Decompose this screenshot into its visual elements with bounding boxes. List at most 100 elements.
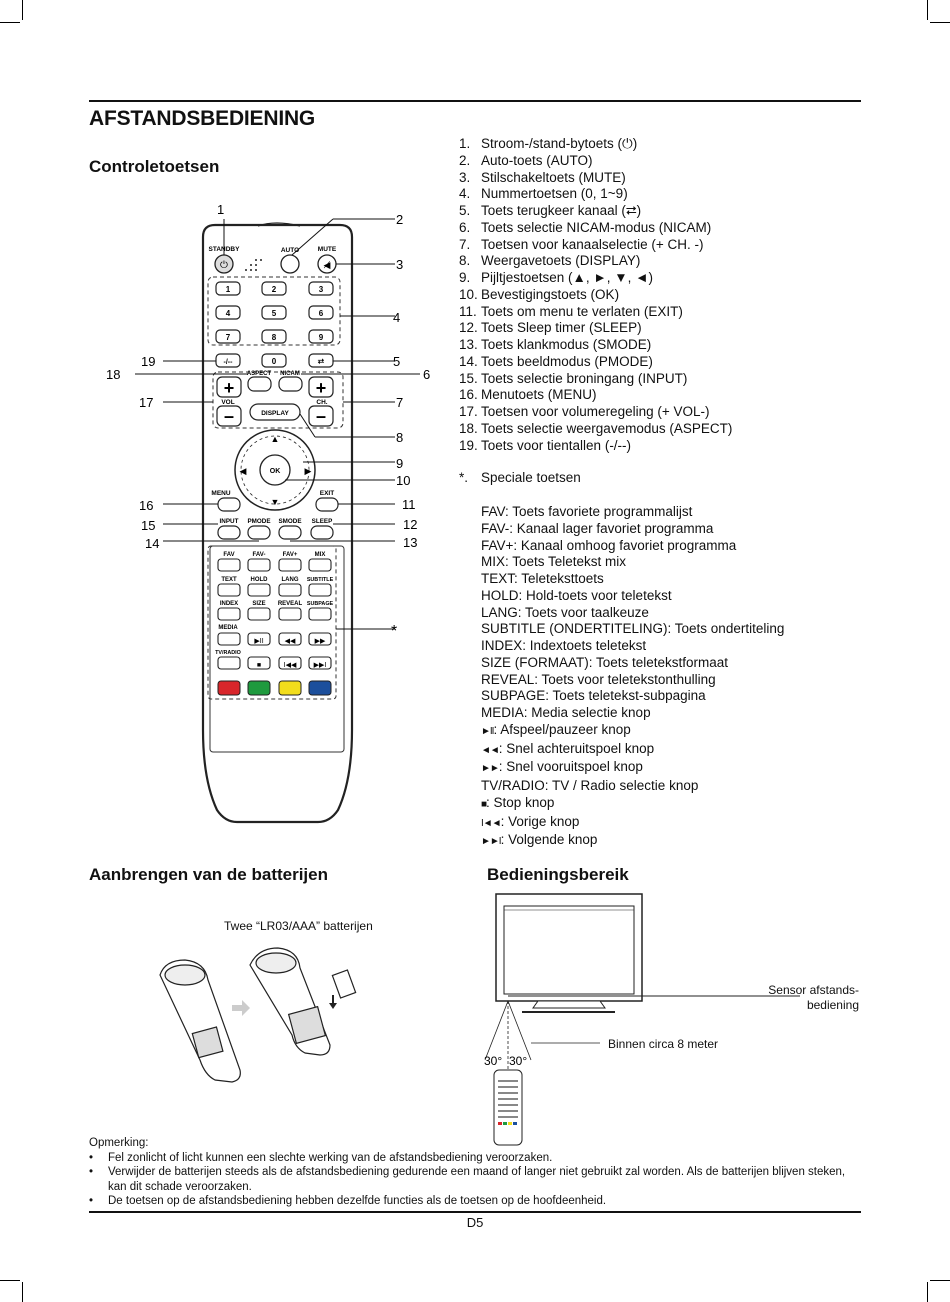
- special-key-item: I◄◄: Vorige knop: [481, 813, 580, 829]
- svg-text:▶▶: ▶▶: [315, 638, 326, 645]
- label-auto: AUTO: [281, 247, 299, 254]
- svg-text:▲: ▲: [271, 434, 280, 444]
- svg-text:MIX: MIX: [315, 552, 326, 558]
- aspect-button: [247, 376, 272, 392]
- special-key-item: HOLD: Hold-toets voor teletekst: [481, 587, 672, 603]
- function-item: 8.Weergavetoets (DISPLAY): [459, 253, 641, 269]
- exit-button: [315, 497, 339, 512]
- svg-text:INPUT: INPUT: [220, 518, 239, 525]
- special-key-item: TEXT: Teleteksttoets: [481, 571, 604, 586]
- svg-text:SLEEP: SLEEP: [312, 518, 333, 525]
- svg-text:EXIT: EXIT: [320, 490, 334, 497]
- remark-item: De toetsen op de afstandsbediening hebbe…: [89, 1194, 864, 1209]
- remark-item: Fel zonlicht of licht kunnen een slechte…: [89, 1151, 864, 1166]
- special-key-item: SIZE (FORMAAT): Toets teletekstformaat: [481, 654, 729, 670]
- svg-text:FAV+: FAV+: [283, 552, 298, 558]
- svg-text:REVEAL: REVEAL: [278, 601, 303, 607]
- svg-text:6: 6: [423, 367, 430, 382]
- svg-text:17: 17: [139, 395, 153, 410]
- green-key: [247, 680, 271, 696]
- svg-text:SUBPAGE: SUBPAGE: [307, 601, 334, 607]
- special-key-item: FAV+: Kanaal omhoog favoriet programma: [481, 537, 737, 553]
- svg-text:+: +: [224, 378, 235, 398]
- distance-label: Binnen circa 8 meter: [608, 1037, 719, 1051]
- svg-text:FAV-: FAV-: [253, 552, 266, 558]
- function-item: 9.Pijltjestoetsen (▲, ►, ▼, ◄): [459, 270, 653, 285]
- svg-text:*: *: [391, 623, 397, 640]
- svg-text:2: 2: [272, 285, 277, 294]
- svg-text:TEXT: TEXT: [221, 577, 237, 583]
- svg-text:4: 4: [226, 309, 231, 318]
- svg-text:CH.: CH.: [316, 399, 327, 406]
- svg-text:–: –: [224, 406, 234, 426]
- svg-text:-/--: -/--: [224, 359, 234, 366]
- svg-text:ASPECT: ASPECT: [247, 371, 272, 377]
- special-key-item: FAV-: Kanaal lager favoriet programma: [481, 520, 714, 536]
- svg-text:▶II: ▶II: [254, 638, 263, 645]
- function-item: 13.Toets klankmodus (SMODE): [459, 337, 652, 352]
- special-key-item: ►II: Afspeel/pauzeer knop: [481, 721, 631, 737]
- svg-text:+: +: [316, 378, 327, 398]
- svg-text:30°: 30°: [484, 1054, 502, 1068]
- svg-text:SUBTITLE: SUBTITLE: [307, 577, 334, 583]
- svg-text:■: ■: [257, 662, 261, 669]
- crop-mark: [930, 22, 950, 23]
- svg-text:FAV: FAV: [223, 552, 234, 558]
- bottom-rule: [89, 1211, 861, 1213]
- digit-keys: [215, 281, 334, 368]
- svg-text:TV/RADIO: TV/RADIO: [215, 650, 241, 656]
- battery-illustration: [159, 947, 357, 1083]
- special-key-item: MEDIA: Media selectie knop: [481, 705, 651, 720]
- svg-text:9: 9: [319, 333, 324, 342]
- range-illustration: 30° 30°: [484, 893, 800, 1146]
- svg-text:▶: ▶: [305, 466, 312, 476]
- function-item: 4.Nummertoetsen (0, 1~9): [459, 186, 628, 202]
- svg-text:◀: ◀: [240, 466, 247, 476]
- svg-text:VOL: VOL: [221, 399, 234, 406]
- svg-text:OK: OK: [270, 468, 281, 475]
- label-mute: MUTE: [318, 246, 337, 253]
- svg-text:SMODE: SMODE: [278, 518, 301, 525]
- svg-text:MENU: MENU: [211, 490, 230, 497]
- svg-text:19: 19: [141, 354, 155, 369]
- special-key-item: ►►: Snel vooruitspoel knop: [481, 759, 643, 775]
- red-key: [217, 680, 241, 696]
- blue-key: [308, 680, 332, 696]
- svg-text:5: 5: [272, 309, 277, 318]
- special-key-item: FAV: Toets favoriete programmalijst: [481, 504, 693, 519]
- svg-text:10: 10: [396, 473, 410, 488]
- battery-caption: Twee “LR03/AAA” batterijen: [224, 919, 373, 933]
- svg-text:⮂: ⮂: [318, 357, 325, 366]
- section-heading-batteries: Aanbrengen van de batterijen: [89, 865, 328, 884]
- auto-button: [280, 254, 300, 274]
- special-key-item: SUBTITLE (ONDERTITELING): Toets ondertit…: [481, 621, 785, 637]
- svg-text:2: 2: [396, 212, 403, 227]
- remote-diagram: STANDBY ⏻ AUTO MUTE ◀̸ 1 2 3 4 5 6 7 8 9…: [106, 202, 430, 824]
- page-title: AFSTANDSBEDIENING: [89, 107, 316, 130]
- svg-text:9: 9: [396, 456, 403, 471]
- svg-text:INDEX: INDEX: [220, 601, 238, 607]
- svg-text:HOLD: HOLD: [251, 577, 269, 583]
- svg-text:8: 8: [272, 333, 277, 342]
- svg-text:3: 3: [396, 257, 403, 272]
- special-key-item: SUBPAGE: Toets teletekst-subpagina: [481, 688, 706, 704]
- special-key-item: INDEX: Indextoets teletekst: [481, 638, 647, 653]
- remarks: Opmerking: Fel zonlicht of licht kunnen …: [89, 1136, 864, 1209]
- function-item: 11.Toets om menu te verlaten (EXIT): [459, 303, 683, 319]
- function-item: 15.Toets selectie broningang (INPUT): [459, 370, 688, 386]
- svg-text:▶▶I: ▶▶I: [314, 662, 327, 669]
- menu-button: [217, 497, 241, 512]
- top-rule: [89, 100, 861, 102]
- svg-text:LANG: LANG: [282, 577, 299, 583]
- display-button: [249, 403, 301, 421]
- svg-text:SIZE: SIZE: [252, 601, 265, 607]
- svg-text:18: 18: [106, 367, 120, 382]
- crop-mark: [927, 0, 928, 20]
- remarks-list: Fel zonlicht of licht kunnen een slechte…: [89, 1151, 864, 1209]
- svg-text:4: 4: [393, 310, 400, 325]
- function-item: 17.Toetsen voor volumeregeling (+ VOL-): [459, 404, 710, 419]
- svg-text:8: 8: [396, 430, 403, 445]
- function-item: 3.Stilschakeltoets (MUTE): [459, 169, 626, 185]
- special-key-item: REVEAL: Toets voor teletekstonthulling: [481, 671, 716, 687]
